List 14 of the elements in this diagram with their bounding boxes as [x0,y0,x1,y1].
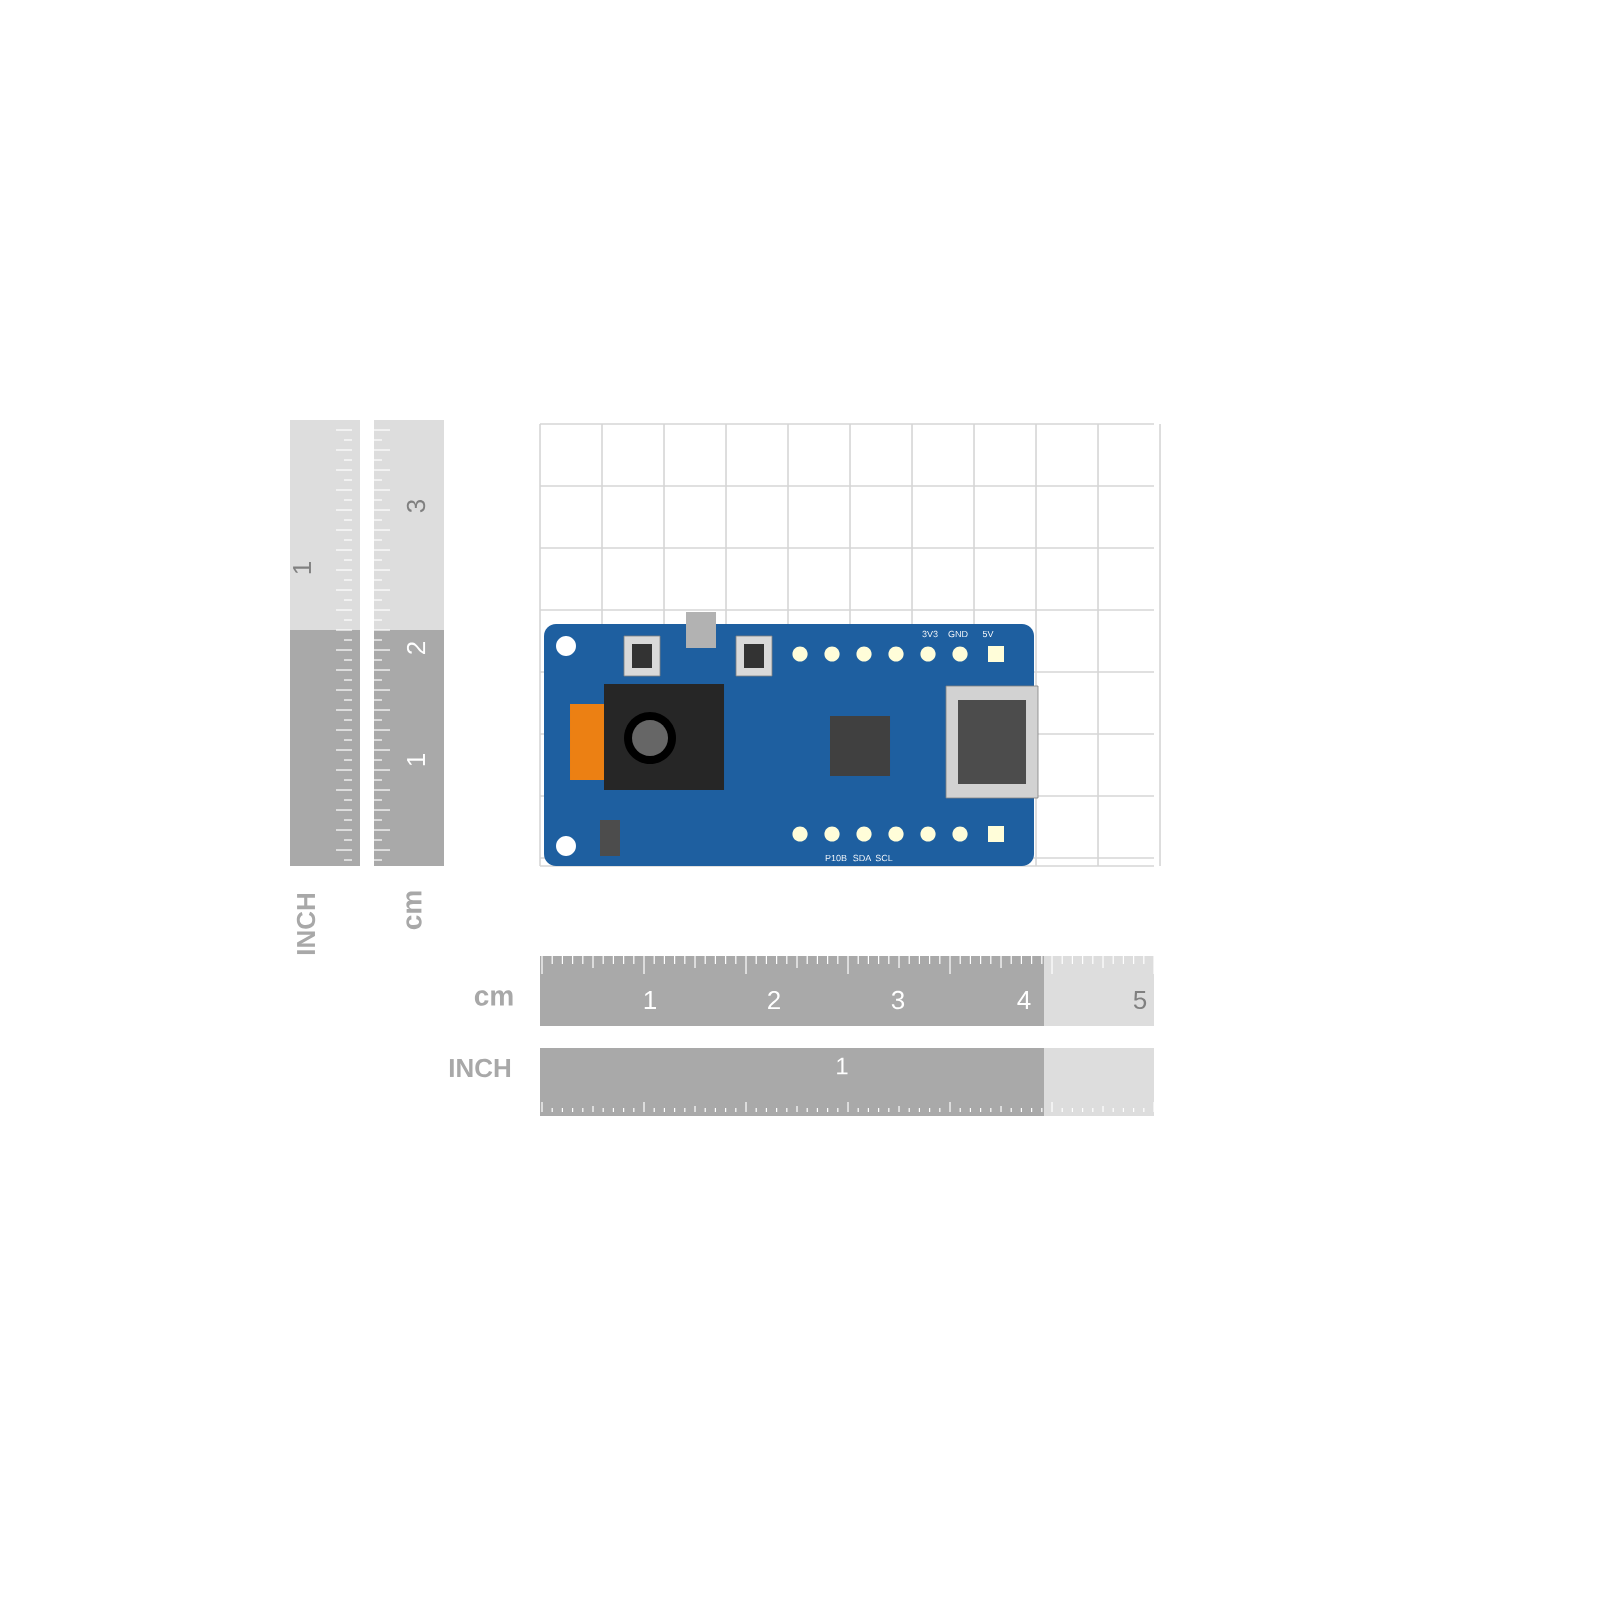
ruler-number: 5 [1133,990,1147,1010]
ruler-number: 3 [891,990,905,1010]
ruler-unit-label: INCH [449,1058,511,1078]
ruler-number: 1 [293,562,311,574]
ruler-number: 2 [768,990,780,1010]
ruler-unit-label: INCH [296,894,316,955]
ruler-number: 3 [406,499,426,513]
ruler-number: 2 [406,642,426,654]
ruler-unit-label: cm [474,990,513,1006]
ruler-number: 1 [407,754,425,766]
ruler-unit-label: cm [406,891,422,930]
ruler-number: 1 [644,991,656,1009]
ruler-number: 1 [837,1057,848,1075]
ruler-number: 4 [1017,991,1031,1009]
